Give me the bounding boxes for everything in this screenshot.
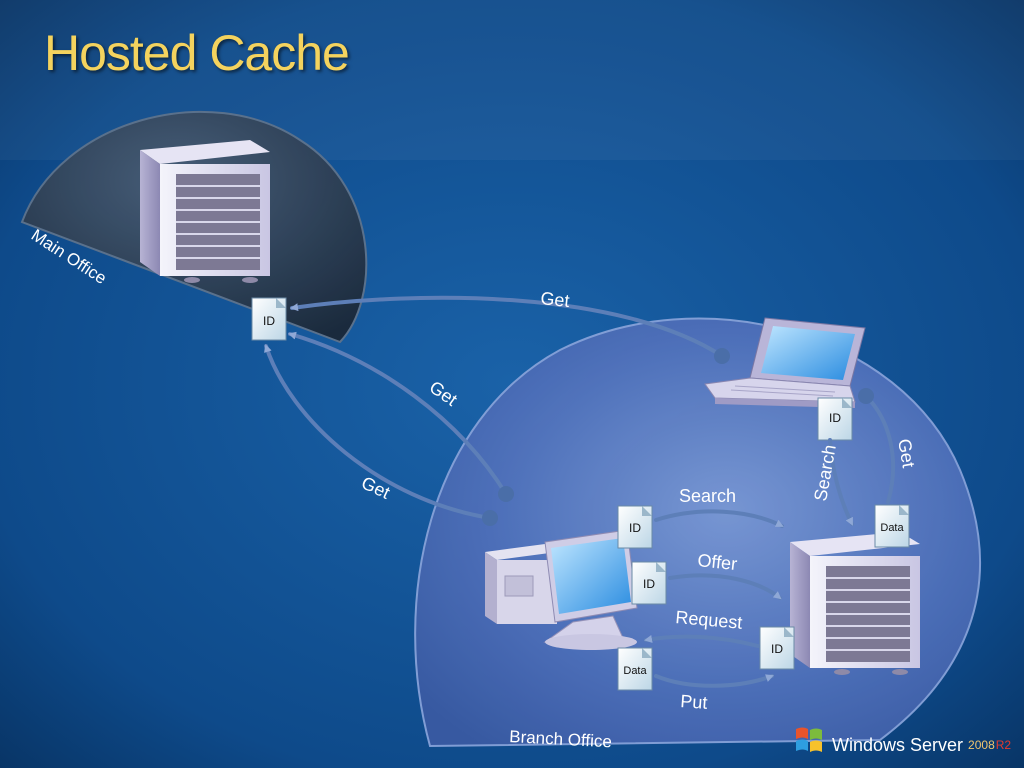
desktop-computer-icon — [485, 529, 638, 650]
branch-server-data-document: Data — [874, 504, 910, 548]
main-office-id-label: ID — [263, 314, 275, 328]
offer-arrow — [668, 573, 782, 600]
windows-flag-icon — [796, 727, 822, 752]
request-id-label: ID — [771, 642, 783, 656]
put-arrow — [654, 674, 774, 688]
laptop-get-arrow-origin — [714, 348, 730, 364]
logo-release: R2 — [995, 738, 1012, 752]
offer-id-label: ID — [643, 577, 655, 591]
slide-title: Hosted Cache — [44, 25, 350, 81]
put-data-document: Data — [617, 647, 653, 691]
request-arrow — [644, 634, 760, 648]
desktop-get-lower-arrow — [264, 344, 492, 520]
windows-server-logo: Windows Server 2008 R2 — [828, 728, 1011, 762]
put-label: Put — [680, 691, 708, 713]
search-arrow — [654, 509, 784, 528]
offer-id-document: ID — [631, 561, 667, 605]
laptop-server-get-arrow-origin — [858, 388, 874, 404]
branch-server-data-label: Data — [880, 522, 904, 534]
offer-label: Offer — [697, 550, 739, 574]
laptop-id-document: ID — [817, 397, 853, 441]
search-id-document: ID — [617, 505, 653, 549]
logo-version: 2008 — [968, 738, 995, 752]
laptop-id-label: ID — [829, 411, 841, 425]
laptop-server-get-label: Get — [894, 437, 919, 469]
laptop-icon — [704, 317, 866, 408]
desktop-get-lower-arrow-origin — [482, 510, 498, 526]
laptop-search-arrow — [828, 438, 854, 526]
search-label: Search — [679, 486, 736, 506]
main-office-server-icon — [140, 140, 270, 283]
desktop-get-upper-arrow — [288, 331, 508, 496]
logo-product: Windows Server — [832, 734, 964, 755]
main-office-id-document: ID — [251, 297, 287, 341]
desktop-get-upper-arrow-origin — [498, 486, 514, 502]
search-id-label: ID — [629, 521, 641, 535]
laptop-server-get-arrow — [864, 394, 896, 504]
request-id-document: ID — [759, 626, 795, 670]
laptop-get-label: Get — [540, 288, 571, 311]
put-data-label: Data — [623, 665, 647, 677]
laptop-get-arrow — [290, 295, 724, 358]
